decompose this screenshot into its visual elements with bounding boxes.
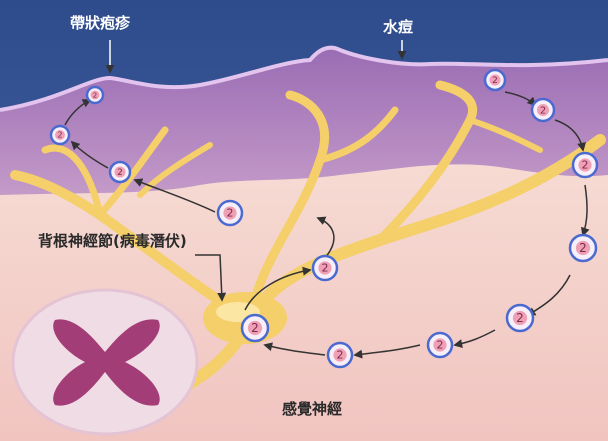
virus-glyph: 2 bbox=[437, 339, 444, 352]
virus-glyph: 2 bbox=[579, 241, 587, 255]
virus-glyph: 2 bbox=[540, 105, 546, 116]
virus-glyph: 2 bbox=[93, 91, 97, 99]
virus-particle-icon: 2 bbox=[51, 126, 69, 144]
virus-glyph: 2 bbox=[322, 262, 329, 275]
sensory-nerve-label: 感覺神經 bbox=[282, 400, 342, 418]
virus-glyph: 2 bbox=[117, 168, 123, 178]
virus-particle-icon: 2 bbox=[532, 99, 554, 121]
virus-particle-icon: 2 bbox=[485, 70, 505, 90]
virus-particle-icon: 2 bbox=[428, 333, 452, 357]
spinal-cord bbox=[13, 290, 197, 434]
virus-particle-icon: 2 bbox=[110, 162, 130, 182]
dorsal-root-ganglion-label: 背根神經節(病毒潛伏) bbox=[38, 232, 187, 250]
virus-glyph: 2 bbox=[492, 76, 498, 86]
virus-glyph: 2 bbox=[57, 131, 62, 140]
virus-particle-icon: 2 bbox=[573, 153, 597, 177]
virus-particle-icon: 2 bbox=[87, 87, 103, 103]
virus-glyph: 2 bbox=[251, 321, 259, 335]
virus-particle-icon: 2 bbox=[313, 256, 337, 280]
virus-glyph: 2 bbox=[337, 349, 344, 362]
chickenpox-label: 水痘 bbox=[383, 18, 413, 36]
virus-particle-icon: 2 bbox=[242, 315, 268, 341]
shingles-label: 帶狀疱疹 bbox=[70, 14, 131, 32]
virus-particle-icon: 2 bbox=[570, 235, 596, 261]
virus-glyph: 2 bbox=[516, 311, 524, 325]
virus-glyph: 2 bbox=[227, 207, 234, 220]
virus-particle-icon: 2 bbox=[507, 305, 533, 331]
virus-glyph: 2 bbox=[582, 159, 589, 172]
virus-particle-icon: 2 bbox=[218, 201, 242, 225]
virus-particle-icon: 2 bbox=[328, 343, 352, 367]
